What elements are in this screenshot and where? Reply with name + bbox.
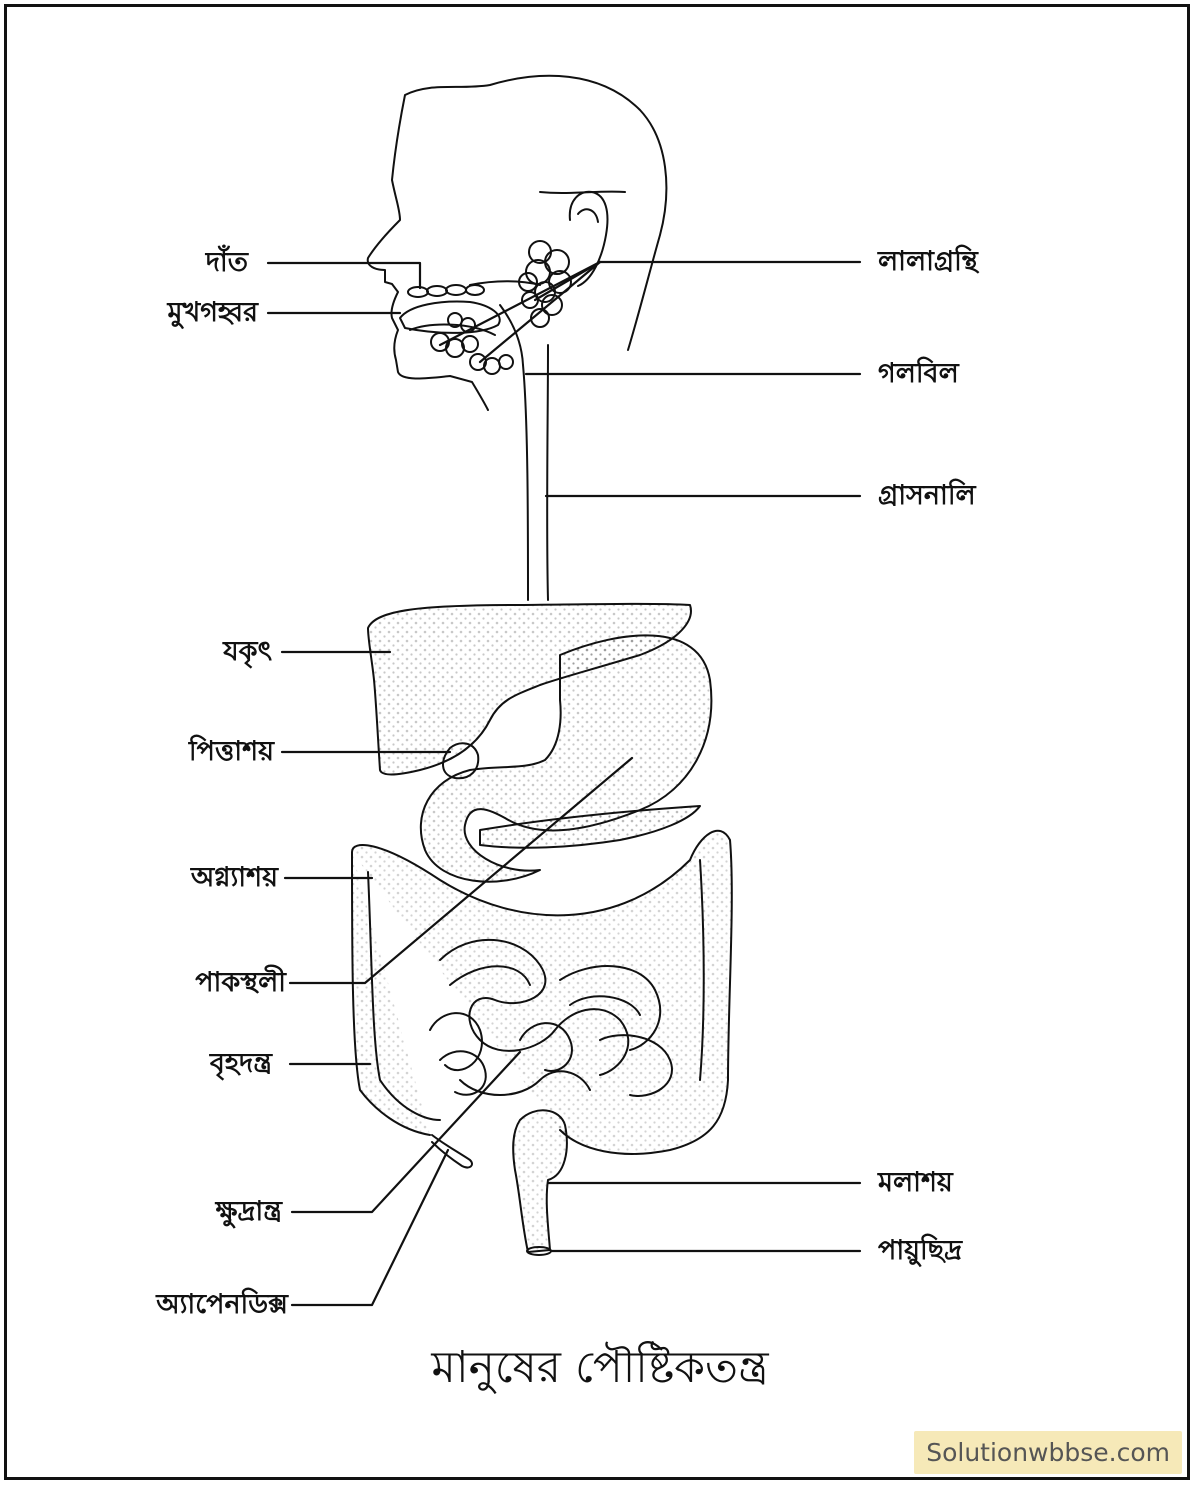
small-intestine — [429, 939, 673, 1097]
diagram-title: মানুষের পৌষ্টিকতন্ত্র — [431, 1342, 769, 1393]
gallbladder — [442, 742, 480, 780]
label-liver: যকৃৎ — [223, 636, 272, 667]
label-stomach: পাকস্থলী — [195, 967, 286, 998]
head-outline — [366, 74, 668, 411]
leader-lines — [266, 260, 862, 1307]
label-anus: পায়ুছিদ্র — [878, 1235, 963, 1266]
label-salivary-glands: লালাগ্রন্থি — [878, 246, 978, 277]
watermark: Solutionwbbse.com — [914, 1431, 1182, 1474]
teeth — [407, 284, 485, 298]
label-pancreas: অগ্ন্যাশয় — [190, 862, 278, 893]
label-teeth: দাঁত — [205, 247, 248, 278]
label-small-intestine: ক্ষুদ্রান্ত্র — [215, 1196, 282, 1227]
stomach — [419, 634, 713, 883]
label-mouth-cavity: মুখগহ্বর — [167, 297, 258, 328]
label-gallbladder: পিত্তাশয় — [188, 736, 274, 767]
salivary-glands — [430, 240, 572, 375]
label-oesophagus: গ্রাসনালি — [878, 480, 976, 511]
label-pharynx: গলবিল — [878, 358, 959, 389]
oesophagus — [522, 344, 549, 601]
rectum — [512, 1109, 568, 1253]
diagram-frame — [4, 4, 1190, 1480]
pancreas — [479, 805, 701, 849]
label-appendix: অ্যাপেনডিক্স — [156, 1289, 288, 1320]
label-large-intestine: বৃহদন্ত্র — [209, 1048, 272, 1079]
pharynx — [499, 304, 524, 366]
label-rectum: মলাশয় — [878, 1167, 953, 1198]
